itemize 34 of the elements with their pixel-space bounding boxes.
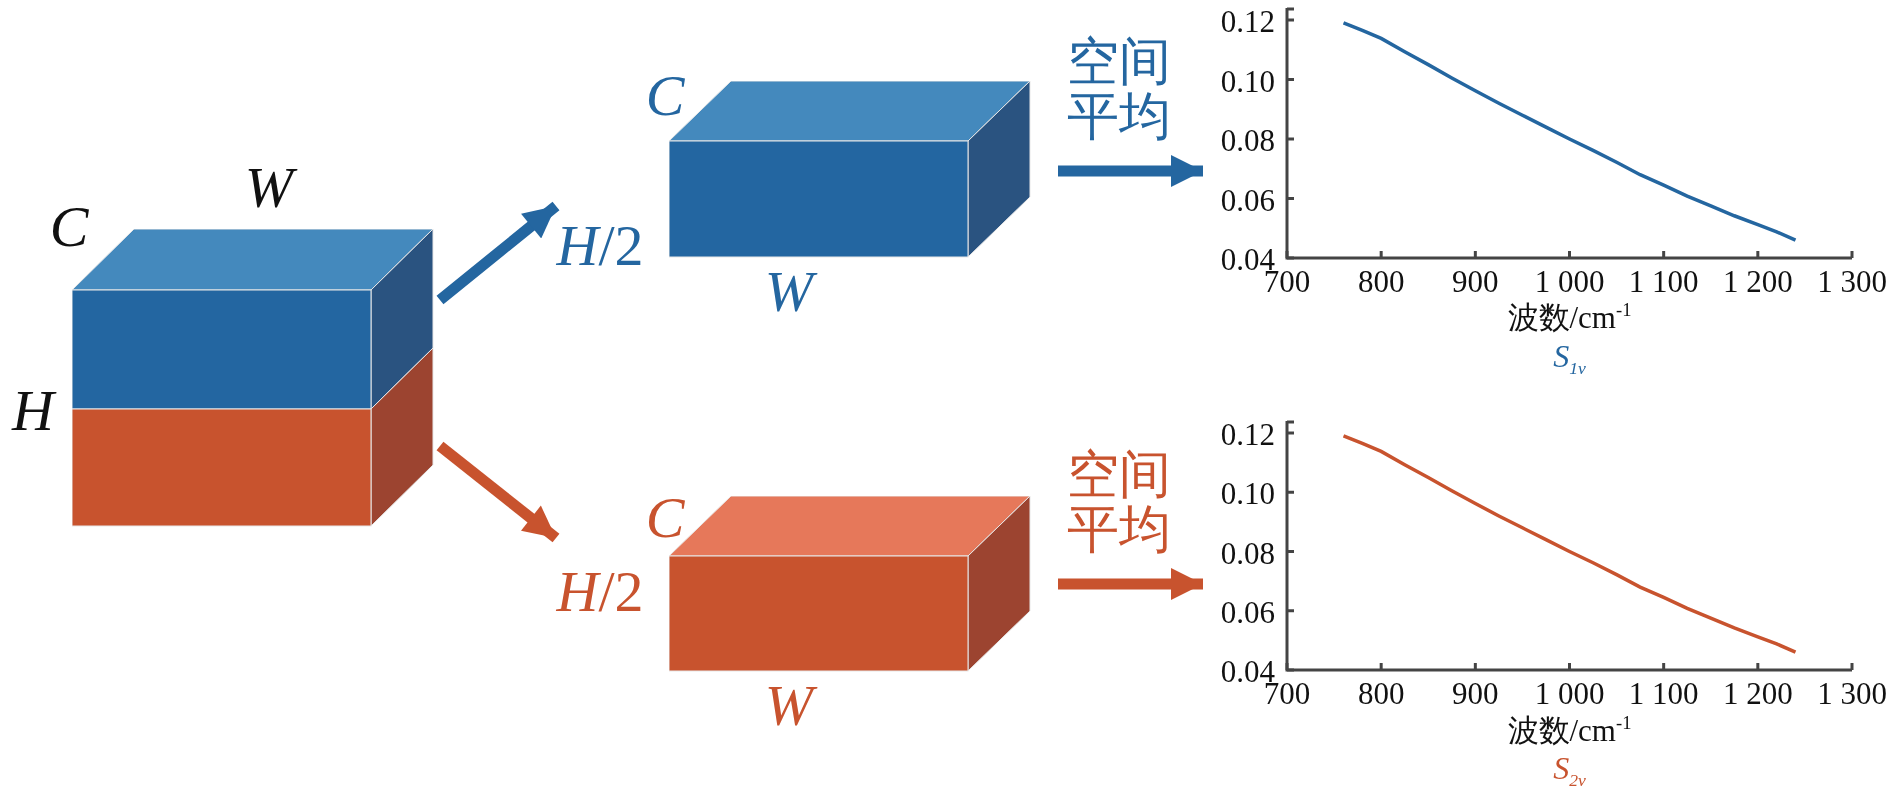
tick-label: 1 300 (1817, 678, 1887, 709)
tick-label: 800 (1357, 678, 1405, 709)
dimension-label: C (645, 489, 685, 547)
block-drawing (72, 348, 435, 528)
dimension-label: C (645, 67, 685, 125)
chart-caption: S$_{1v}$ (1553, 340, 1586, 378)
tick-label: 1 100 (1628, 266, 1699, 297)
tick-label: 1 100 (1628, 678, 1699, 709)
tick-label: 0.12 (1220, 6, 1275, 37)
tick-label: 0.12 (1220, 419, 1275, 450)
tick-label: 900 (1452, 678, 1499, 709)
tick-label: 0.08 (1220, 125, 1275, 156)
dimension-label: H/2 (556, 563, 644, 621)
tick-label: 1 200 (1722, 678, 1793, 709)
axis-title: 波数/cm$^{-1}$ (1507, 301, 1632, 333)
arrow (436, 201, 560, 305)
tick-label: 0.08 (1220, 537, 1275, 569)
tick-label: 800 (1357, 266, 1405, 297)
tick-label: 0.10 (1220, 65, 1275, 97)
tick-label: 0.06 (1220, 596, 1275, 628)
tick-label: 1 300 (1817, 266, 1887, 297)
chart-caption: S$_{2v}$ (1553, 752, 1586, 790)
axis-title: 波数/cm$^{-1}$ (1507, 714, 1632, 746)
tick-label: 0.06 (1220, 184, 1275, 216)
arrow (1058, 155, 1203, 187)
tick-label: 1 000 (1534, 678, 1605, 709)
arrow (1058, 568, 1203, 600)
tick-label: 1 200 (1722, 266, 1793, 297)
tick-label: 0.10 (1220, 478, 1275, 510)
dimension-label: H/2 (556, 217, 644, 275)
tick-label: 900 (1452, 266, 1499, 297)
tick-label: 1 000 (1534, 266, 1605, 297)
dimension-label: C (49, 198, 89, 256)
arrow (436, 441, 560, 543)
